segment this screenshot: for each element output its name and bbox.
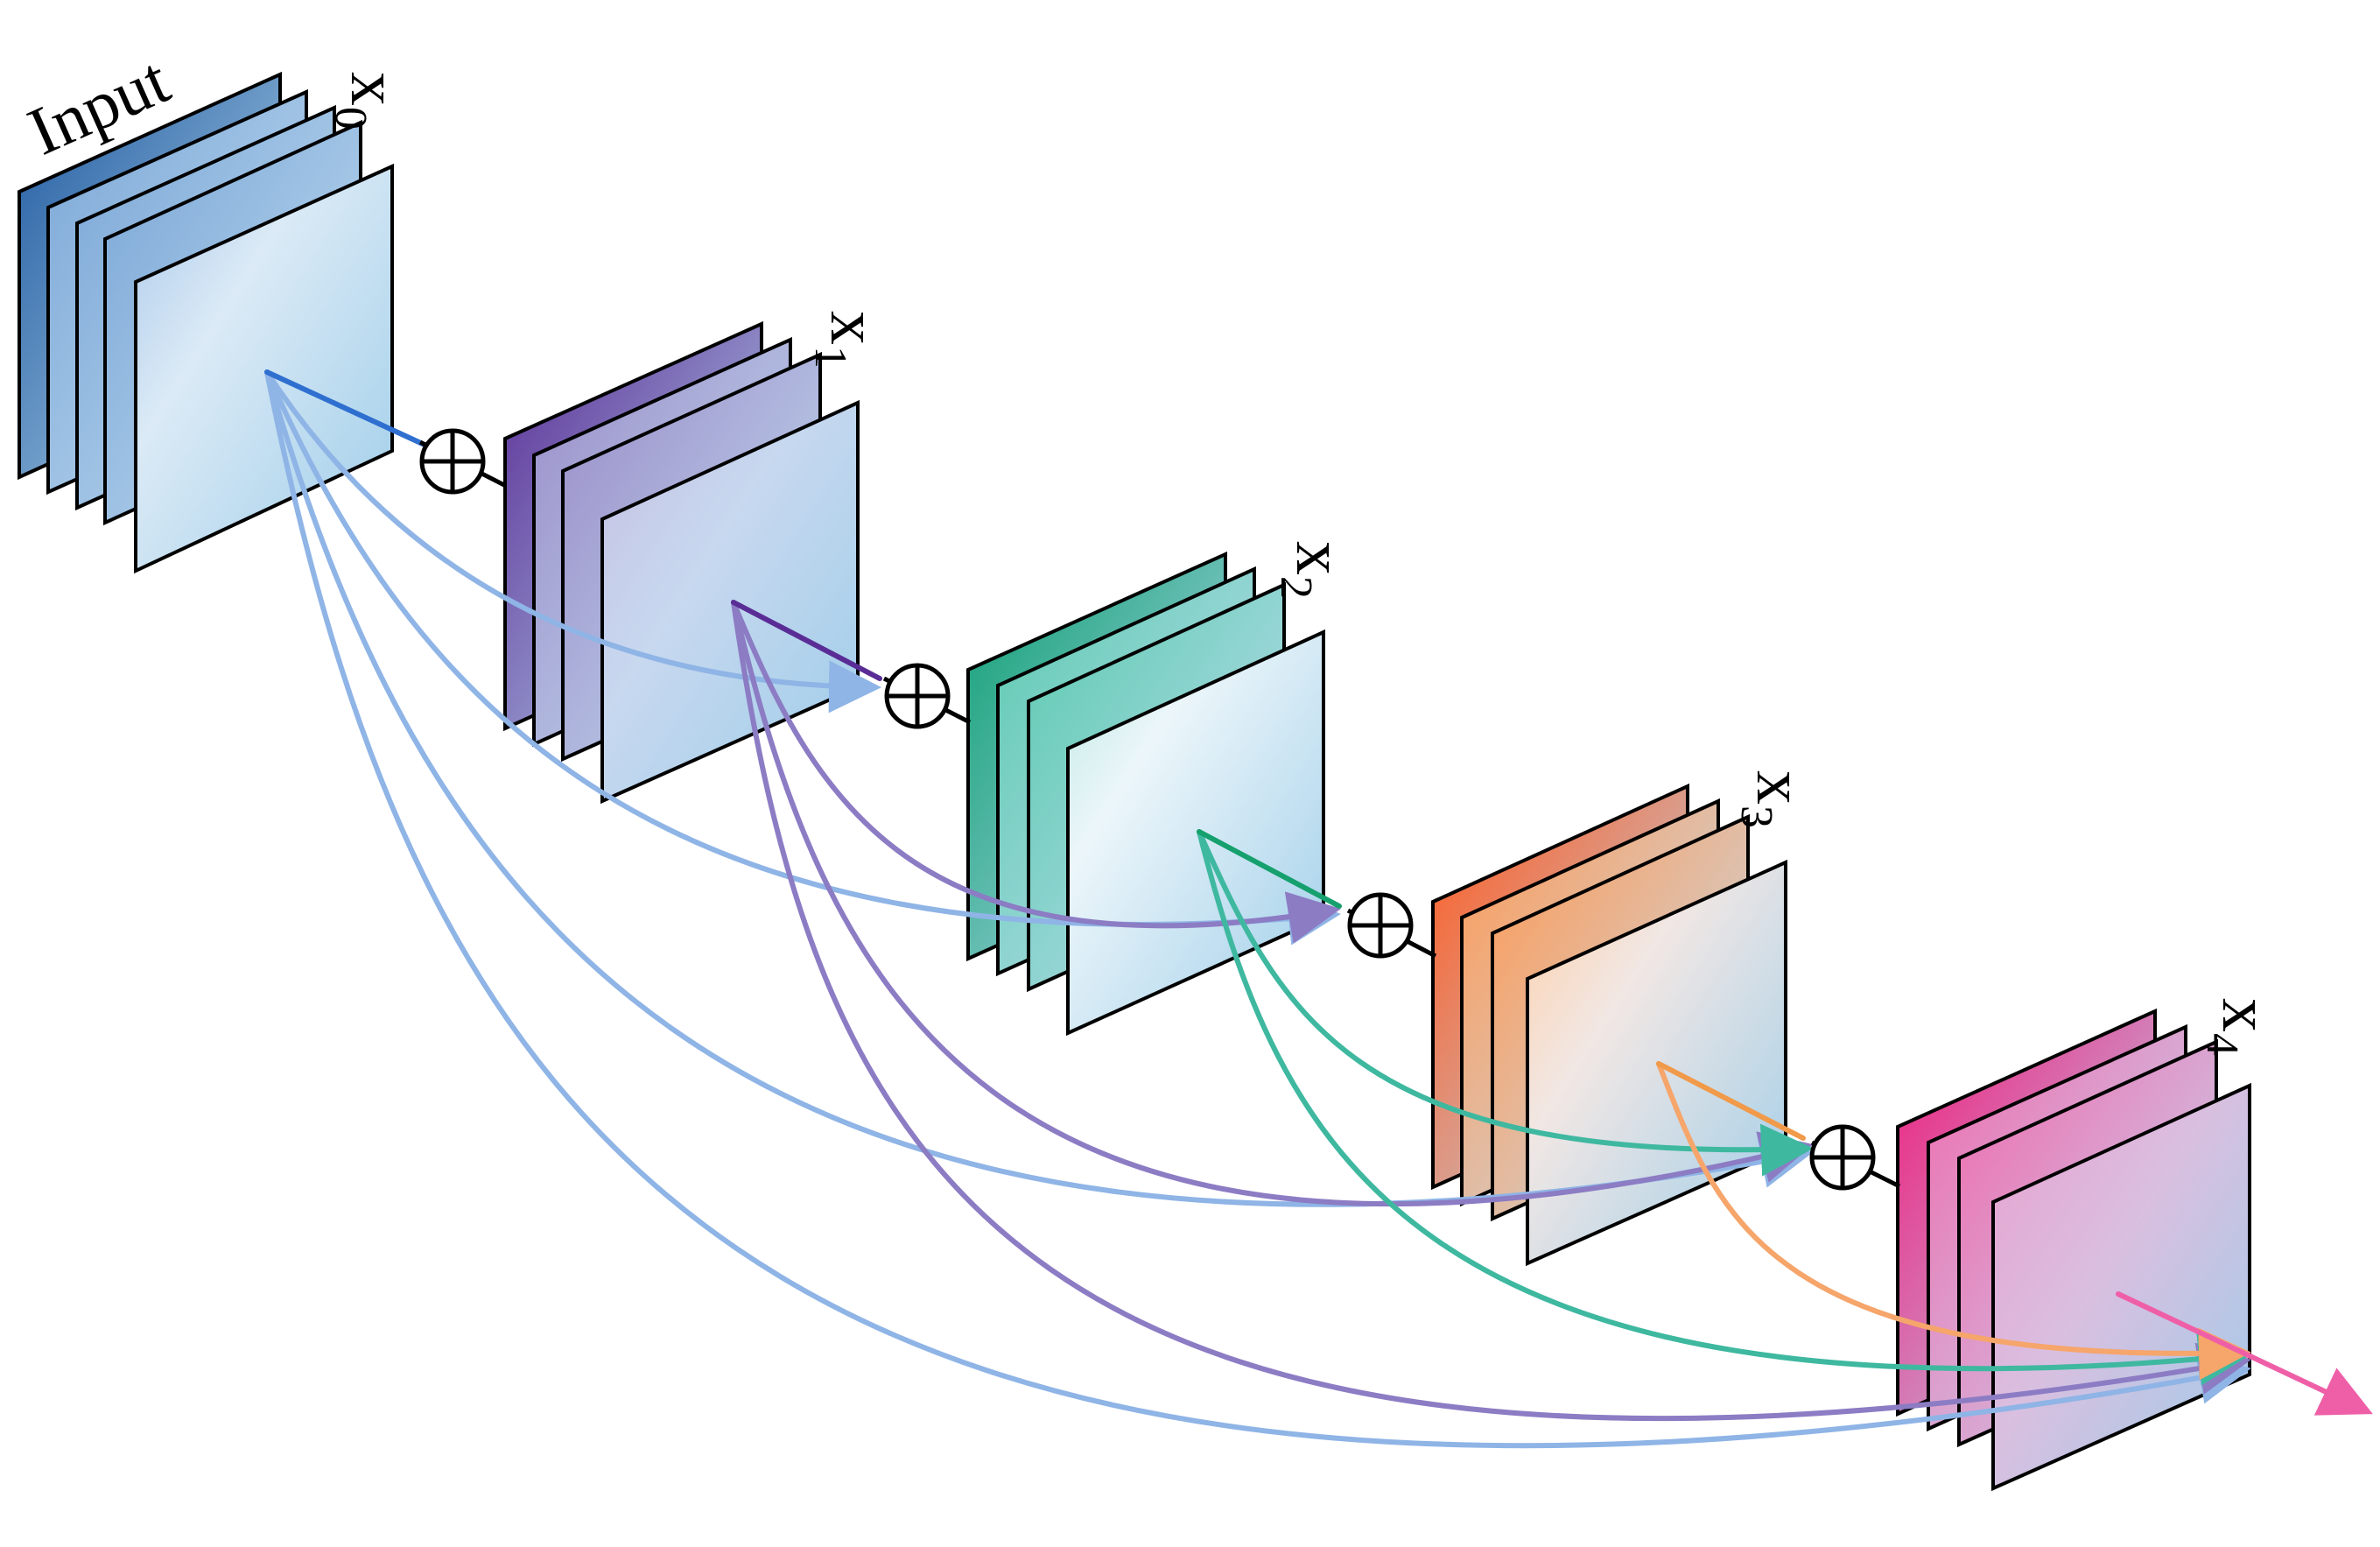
sum-node-4 — [1809, 1124, 1901, 1191]
label-x4: x 4 — [2197, 998, 2285, 1056]
skip-connection-x0-to-sum2 — [264, 369, 1341, 946]
label-x2: x 2 — [1271, 541, 1358, 599]
label-x4-main: x — [2208, 998, 2285, 1032]
label-x2-main: x — [1282, 541, 1358, 575]
skip-connection-x1-to-sum3 — [731, 600, 1814, 1207]
connections-from-x3 — [1656, 1061, 2251, 1381]
label-x1: x 1 — [805, 311, 893, 369]
sum-node-1 — [418, 428, 508, 495]
label-x0: x 0 — [326, 72, 413, 130]
sum-node-3 — [1346, 892, 1437, 959]
link-x1-to-sum2 — [731, 600, 882, 681]
skip-connection-x2-to-sum3 — [1197, 829, 1814, 1177]
connections-from-x1 — [731, 600, 2251, 1422]
skip-connection-x1-to-sum2 — [731, 600, 1341, 944]
skip-connection-x3-to-x4 — [1656, 1061, 2251, 1381]
skip-connection-x1-to-x4 — [731, 600, 2251, 1422]
block-x4 — [1896, 1008, 2251, 1492]
sum-node-2 — [882, 663, 972, 729]
link-x0-to-sum1 — [264, 369, 427, 447]
skip-connection-x2-to-x4 — [1197, 829, 2251, 1386]
label-x3: x 3 — [1731, 770, 1819, 828]
block-x1 — [503, 320, 860, 805]
label-x0-sub: 0 — [326, 107, 376, 130]
label-x0-main: x — [337, 72, 413, 106]
skip-connection-x0-to-x4 — [264, 369, 2251, 1449]
label-x1-main: x — [817, 311, 893, 345]
block-x0 — [18, 71, 394, 574]
link-x3-to-sum4 — [1656, 1061, 1806, 1141]
block-x2 — [966, 551, 1325, 1037]
block-x3 — [1431, 783, 1787, 1267]
label-x2-sub: 2 — [1271, 576, 1321, 599]
link-x2-to-sum3 — [1197, 829, 1342, 909]
label-x4-sub: 4 — [2197, 1033, 2247, 1056]
connections-from-x2 — [1197, 829, 2251, 1386]
feature-map-plane — [134, 163, 394, 574]
output-arrow — [2116, 1291, 2373, 1416]
label-x3-sub: 3 — [1731, 805, 1781, 828]
label-x3-main: x — [1743, 770, 1819, 805]
skip-connection-x0-to-sum1 — [264, 369, 881, 714]
label-x1-sub: 1 — [805, 346, 855, 369]
